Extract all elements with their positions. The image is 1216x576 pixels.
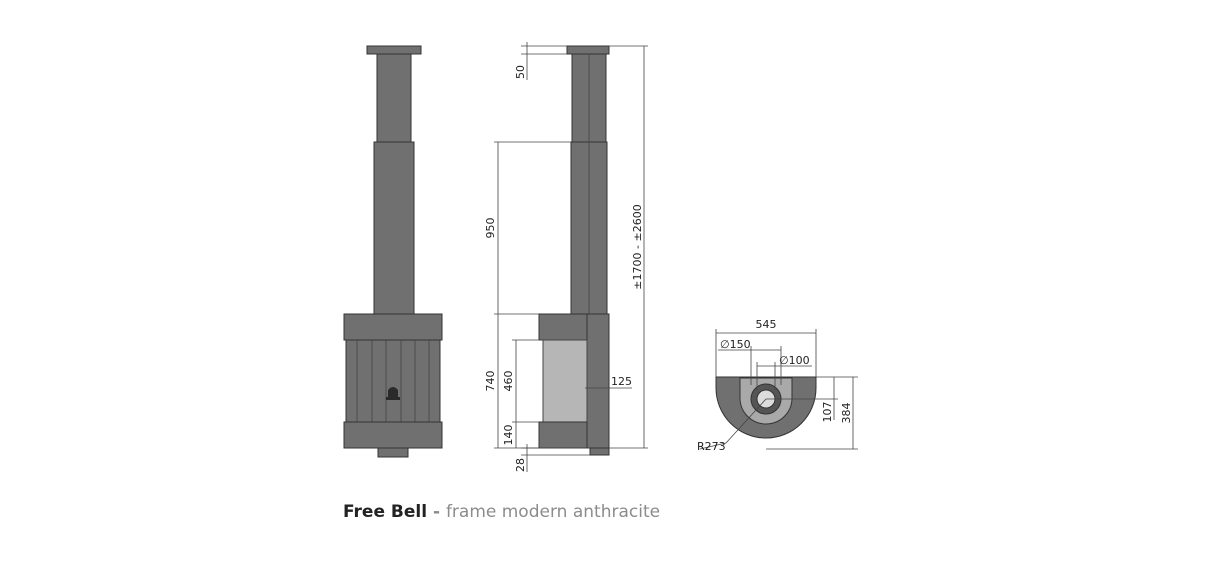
side-foot <box>589 447 610 456</box>
top-dimensions: 545 ∅150 ∅100 107 384 R273 <box>697 318 858 453</box>
dim-r273-label: R273 <box>697 440 726 453</box>
dim-50-label: 50 <box>514 65 527 79</box>
side-bottom-block <box>538 421 588 449</box>
side-top-block <box>538 313 588 341</box>
dim-125-label: 125 <box>611 375 632 388</box>
dim-diameter-150-label: ∅150 <box>720 338 751 351</box>
dim-107-label: 107 <box>821 402 834 423</box>
front-lower-flue <box>373 141 415 315</box>
dim-545-label: 545 <box>756 318 777 331</box>
side-dimensions: 50 950 740 460 140 28 ±1700 - ±2600 125 <box>484 42 648 472</box>
product-name: Free Bell <box>343 502 428 522</box>
front-door-handle-icon <box>386 387 400 400</box>
dim-950-label: 950 <box>484 218 497 239</box>
side-back-column <box>584 313 610 449</box>
side-top-flange <box>566 45 610 55</box>
front-foot <box>377 447 409 458</box>
front-upper-flue <box>376 53 412 143</box>
dim-diameter-100-label: ∅100 <box>779 354 810 367</box>
side-view <box>538 45 610 456</box>
front-vertical-ribs <box>356 340 430 422</box>
dim-740-label: 740 <box>484 371 497 392</box>
front-stove-body <box>345 339 441 423</box>
dim-460-label: 460 <box>502 371 515 392</box>
caption-separator: - <box>427 502 446 522</box>
side-window-glass <box>542 339 588 423</box>
dim-384-label: 384 <box>840 403 853 424</box>
front-stove-top-band <box>343 313 443 341</box>
dim-overall-height-label: ±1700 - ±2600 <box>631 204 644 289</box>
dim-140-label: 140 <box>502 425 515 446</box>
dim-28-label: 28 <box>514 458 527 472</box>
front-top-flange <box>366 45 422 55</box>
front-stove-bottom-band <box>343 421 443 449</box>
product-caption: Free Bell - frame modern anthracite <box>343 502 660 522</box>
top-view <box>715 376 817 439</box>
product-description: frame modern anthracite <box>445 502 661 522</box>
front-view <box>343 45 443 458</box>
